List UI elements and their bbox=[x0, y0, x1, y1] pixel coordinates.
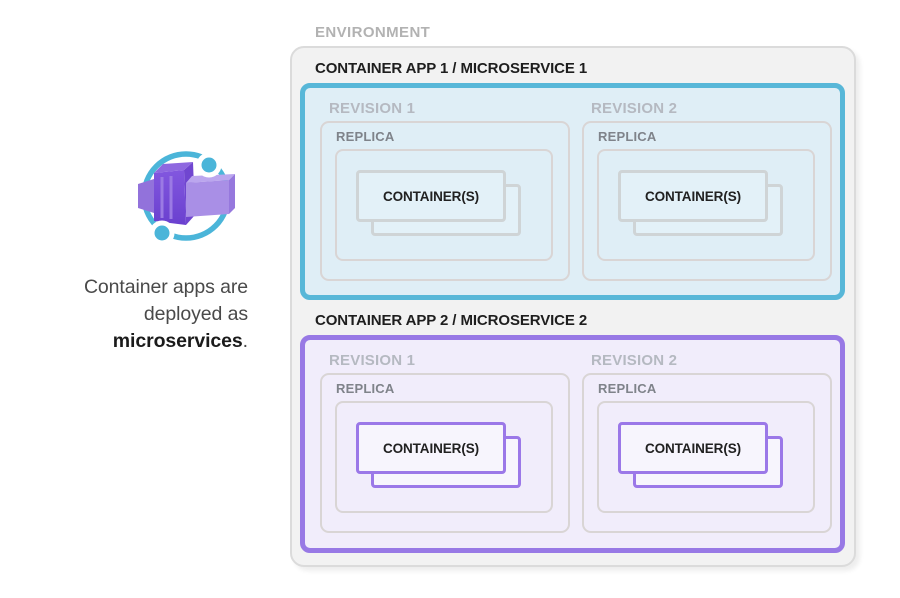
replica-label: REPLICA bbox=[336, 129, 395, 144]
revision-label: REVISION 2 bbox=[591, 352, 678, 369]
replica-label: REPLICA bbox=[336, 381, 395, 396]
pod-box: CONTAINER(S) bbox=[335, 401, 553, 513]
container-box: CONTAINER(S) bbox=[356, 170, 506, 222]
container-box: CONTAINER(S) bbox=[356, 422, 506, 474]
app2-revision-2: REVISION 2 REPLICA CONTAINER(S) bbox=[577, 345, 839, 545]
revision-label: REVISION 1 bbox=[329, 100, 416, 117]
caption-emphasis: microservices bbox=[112, 330, 243, 352]
replica-box: REPLICA CONTAINER(S) bbox=[582, 121, 832, 281]
app1-revision-2: REVISION 2 REPLICA CONTAINER(S) bbox=[577, 93, 839, 293]
container-app-1-box: REVISION 1 REPLICA CONTAINER(S) REVISION… bbox=[300, 83, 845, 300]
replica-label: REPLICA bbox=[598, 381, 657, 396]
container-box: CONTAINER(S) bbox=[618, 170, 768, 222]
pod-box: CONTAINER(S) bbox=[597, 401, 815, 513]
replica-box: REPLICA CONTAINER(S) bbox=[320, 121, 570, 281]
revision-label: REVISION 2 bbox=[591, 100, 678, 117]
azure-container-apps-icon bbox=[138, 151, 235, 246]
pod-box: CONTAINER(S) bbox=[597, 149, 815, 261]
container-app-2-box: REVISION 1 REPLICA CONTAINER(S) REVISION… bbox=[300, 335, 845, 553]
container-app-2-title: CONTAINER APP 2 / MICROSERVICE 2 bbox=[315, 312, 588, 329]
caption-line-3: microservices. bbox=[28, 328, 248, 355]
pod-box: CONTAINER(S) bbox=[335, 149, 553, 261]
revision-label: REVISION 1 bbox=[329, 352, 416, 369]
replica-box: REPLICA CONTAINER(S) bbox=[320, 373, 570, 533]
app2-revision-1: REVISION 1 REPLICA CONTAINER(S) bbox=[315, 345, 577, 545]
app1-revision-1: REVISION 1 REPLICA CONTAINER(S) bbox=[315, 93, 577, 293]
caption-suffix: . bbox=[242, 330, 248, 352]
caption-line-2: deployed as bbox=[143, 303, 248, 325]
container-box: CONTAINER(S) bbox=[618, 422, 768, 474]
container-app-1-title: CONTAINER APP 1 / MICROSERVICE 1 bbox=[315, 60, 588, 77]
replica-label: REPLICA bbox=[598, 129, 657, 144]
replica-box: REPLICA CONTAINER(S) bbox=[582, 373, 832, 533]
environment-label: ENVIRONMENT bbox=[315, 24, 431, 41]
caption-line-1: Container apps are bbox=[83, 276, 248, 298]
caption-text: Container apps are deployed as microserv… bbox=[28, 274, 248, 355]
